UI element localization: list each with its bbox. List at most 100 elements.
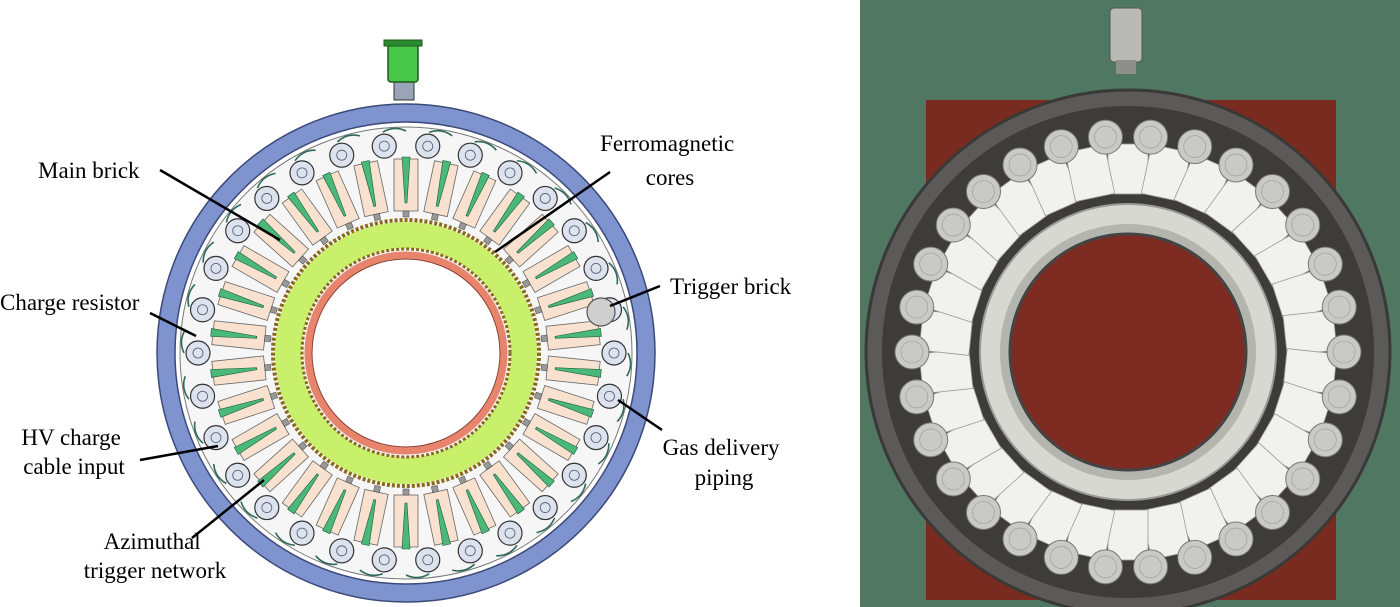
main-brick	[540, 355, 602, 386]
main-bricks	[210, 156, 602, 550]
gas-switch	[254, 494, 280, 521]
photo-switch-cap	[899, 379, 935, 415]
photo-top-fitting-icon	[1109, 7, 1143, 74]
main-brick	[479, 188, 531, 246]
trigger-cable-segment	[274, 532, 296, 547]
gas-switch	[254, 185, 280, 212]
gas-switch	[561, 218, 587, 244]
gas-switch	[583, 255, 609, 281]
gas-switch	[203, 255, 229, 281]
trigger-cable-segment	[212, 463, 227, 485]
photo-brick	[1107, 143, 1149, 195]
trigger-cable-segment	[240, 501, 258, 519]
main-brick	[521, 245, 581, 293]
photo-switch-cap	[1321, 289, 1357, 325]
main-brick	[353, 160, 389, 221]
photo-switch-cap	[1255, 495, 1291, 531]
main-brick	[423, 485, 459, 546]
label-gas-delivery-piping: Gas delivery piping	[663, 435, 786, 490]
main-brick	[502, 438, 559, 493]
photo-switch-cap	[965, 495, 1001, 531]
trigger-cable-segment	[382, 127, 407, 133]
trigger-cable-segment	[187, 283, 196, 308]
main-brick	[521, 413, 581, 461]
trigger-cable-segment	[554, 187, 572, 205]
gas-switch	[532, 185, 558, 212]
main-brick	[253, 438, 310, 493]
gas-switch	[561, 462, 587, 488]
main-brick	[452, 170, 497, 231]
trigger-cable-segment	[451, 563, 476, 572]
trigger-cable-segment	[616, 398, 625, 423]
main-brick	[231, 245, 291, 293]
gas-switch	[371, 547, 397, 573]
ltd-cavity-photograph	[860, 0, 1400, 607]
trigger-cable-segment	[474, 140, 497, 151]
photo-switch-cap	[1043, 539, 1079, 575]
trigger-cable-segment	[202, 241, 215, 263]
photo-switch-cap	[1285, 461, 1321, 497]
gas-switch	[289, 160, 315, 186]
main-brick	[253, 213, 310, 268]
main-brick	[315, 475, 360, 536]
photo-switch-cap	[913, 246, 949, 282]
trigger-cable-segment	[193, 421, 204, 444]
gas-switch	[601, 340, 627, 366]
photo-switch-cap	[965, 173, 1001, 209]
main-brick	[452, 475, 497, 536]
outer-housing-ring	[157, 104, 655, 602]
trigger-cable-segment	[622, 306, 630, 331]
photo-brick	[1064, 143, 1116, 203]
main-brick	[393, 488, 419, 550]
photo-switch-cap	[1177, 539, 1213, 575]
photo-switch-cap	[1133, 549, 1169, 585]
photo-switch-cap	[1255, 173, 1291, 209]
gas-switch	[289, 520, 315, 546]
gas-switch	[415, 547, 441, 573]
main-brick	[534, 281, 595, 322]
leader-charge-resistor	[149, 311, 197, 338]
trigger-cable-segment	[428, 129, 453, 137]
photo-switch-cap	[1326, 334, 1362, 370]
gas-switches	[180, 127, 632, 579]
main-brick	[479, 460, 531, 518]
main-brick	[217, 281, 278, 322]
trigger-brick-marker	[586, 297, 616, 327]
trigger-cable-segment	[256, 172, 276, 189]
inner-ring	[304, 251, 508, 455]
main-brick	[534, 384, 595, 425]
photo-switch-cap	[1218, 147, 1254, 183]
photo-switch-cap	[913, 422, 949, 458]
gas-switch	[189, 297, 216, 323]
leader-trigger-brick	[609, 284, 661, 308]
photo-switch-cap	[1002, 521, 1038, 557]
label-main-brick: Main brick	[38, 158, 140, 183]
trigger-cable-segment	[626, 352, 632, 377]
gas-switch	[457, 538, 483, 564]
photo-center-opening	[1008, 232, 1248, 472]
main-brick	[540, 320, 602, 351]
trigger-cable-segment	[516, 159, 538, 174]
trigger-cable-segment	[405, 573, 430, 579]
engineering-drawing-panel: Main brick Ferromagnetic cores Trigger b…	[0, 39, 792, 603]
photo-switch-cap	[1307, 422, 1343, 458]
photo-switch-cap	[1043, 129, 1079, 165]
photo-switch-cap	[935, 207, 971, 243]
main-brick	[393, 156, 419, 218]
photo-brick	[1107, 509, 1149, 561]
gas-switch	[189, 383, 216, 409]
photo-switch-cap	[1087, 549, 1123, 585]
main-brick	[217, 384, 278, 425]
gas-switch	[329, 142, 355, 168]
label-hv-charge-cable-input: HV charge cable input	[21, 425, 126, 479]
main-brick	[423, 160, 459, 221]
gas-switch	[497, 160, 523, 186]
gas-switch	[225, 462, 251, 488]
leader-ferromagnetic-cores	[494, 170, 611, 254]
photo-switch-cap	[1177, 129, 1213, 165]
trigger-cable-segment	[180, 329, 186, 354]
photo-switch-cap	[1002, 147, 1038, 183]
trigger-cable-segment	[336, 134, 361, 143]
top-fitting-icon	[383, 39, 423, 101]
photo-switch-cap	[1218, 521, 1254, 557]
